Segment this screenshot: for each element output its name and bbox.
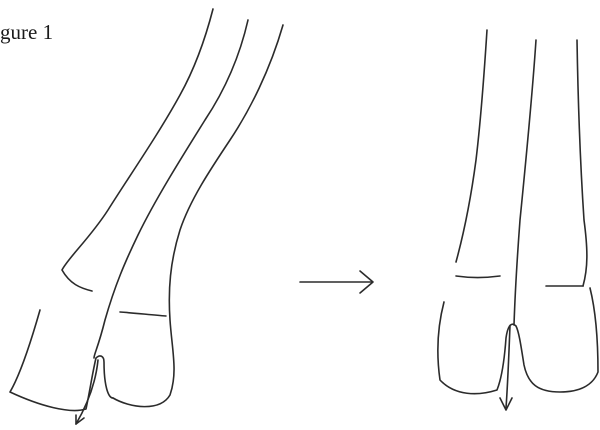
left-panel-outer-right-line [113, 25, 283, 407]
left-panel-outer-left-line [62, 9, 213, 291]
right-panel-left-divider [456, 276, 500, 278]
right-panel-outer-right-line [577, 40, 587, 286]
left-panel-arrow [76, 360, 98, 424]
transition-arrow [300, 271, 373, 293]
right-panel-outer-left-line [456, 30, 487, 262]
left-panel-sketch [10, 9, 283, 410]
right-panel-middle-line [514, 40, 536, 325]
left-panel-divider-line [120, 312, 166, 316]
right-panel-sketch [438, 30, 598, 394]
left-panel-middle-line [94, 20, 248, 358]
right-panel-bottom-outline [438, 288, 598, 394]
left-panel-arrow-shaft [76, 360, 98, 424]
